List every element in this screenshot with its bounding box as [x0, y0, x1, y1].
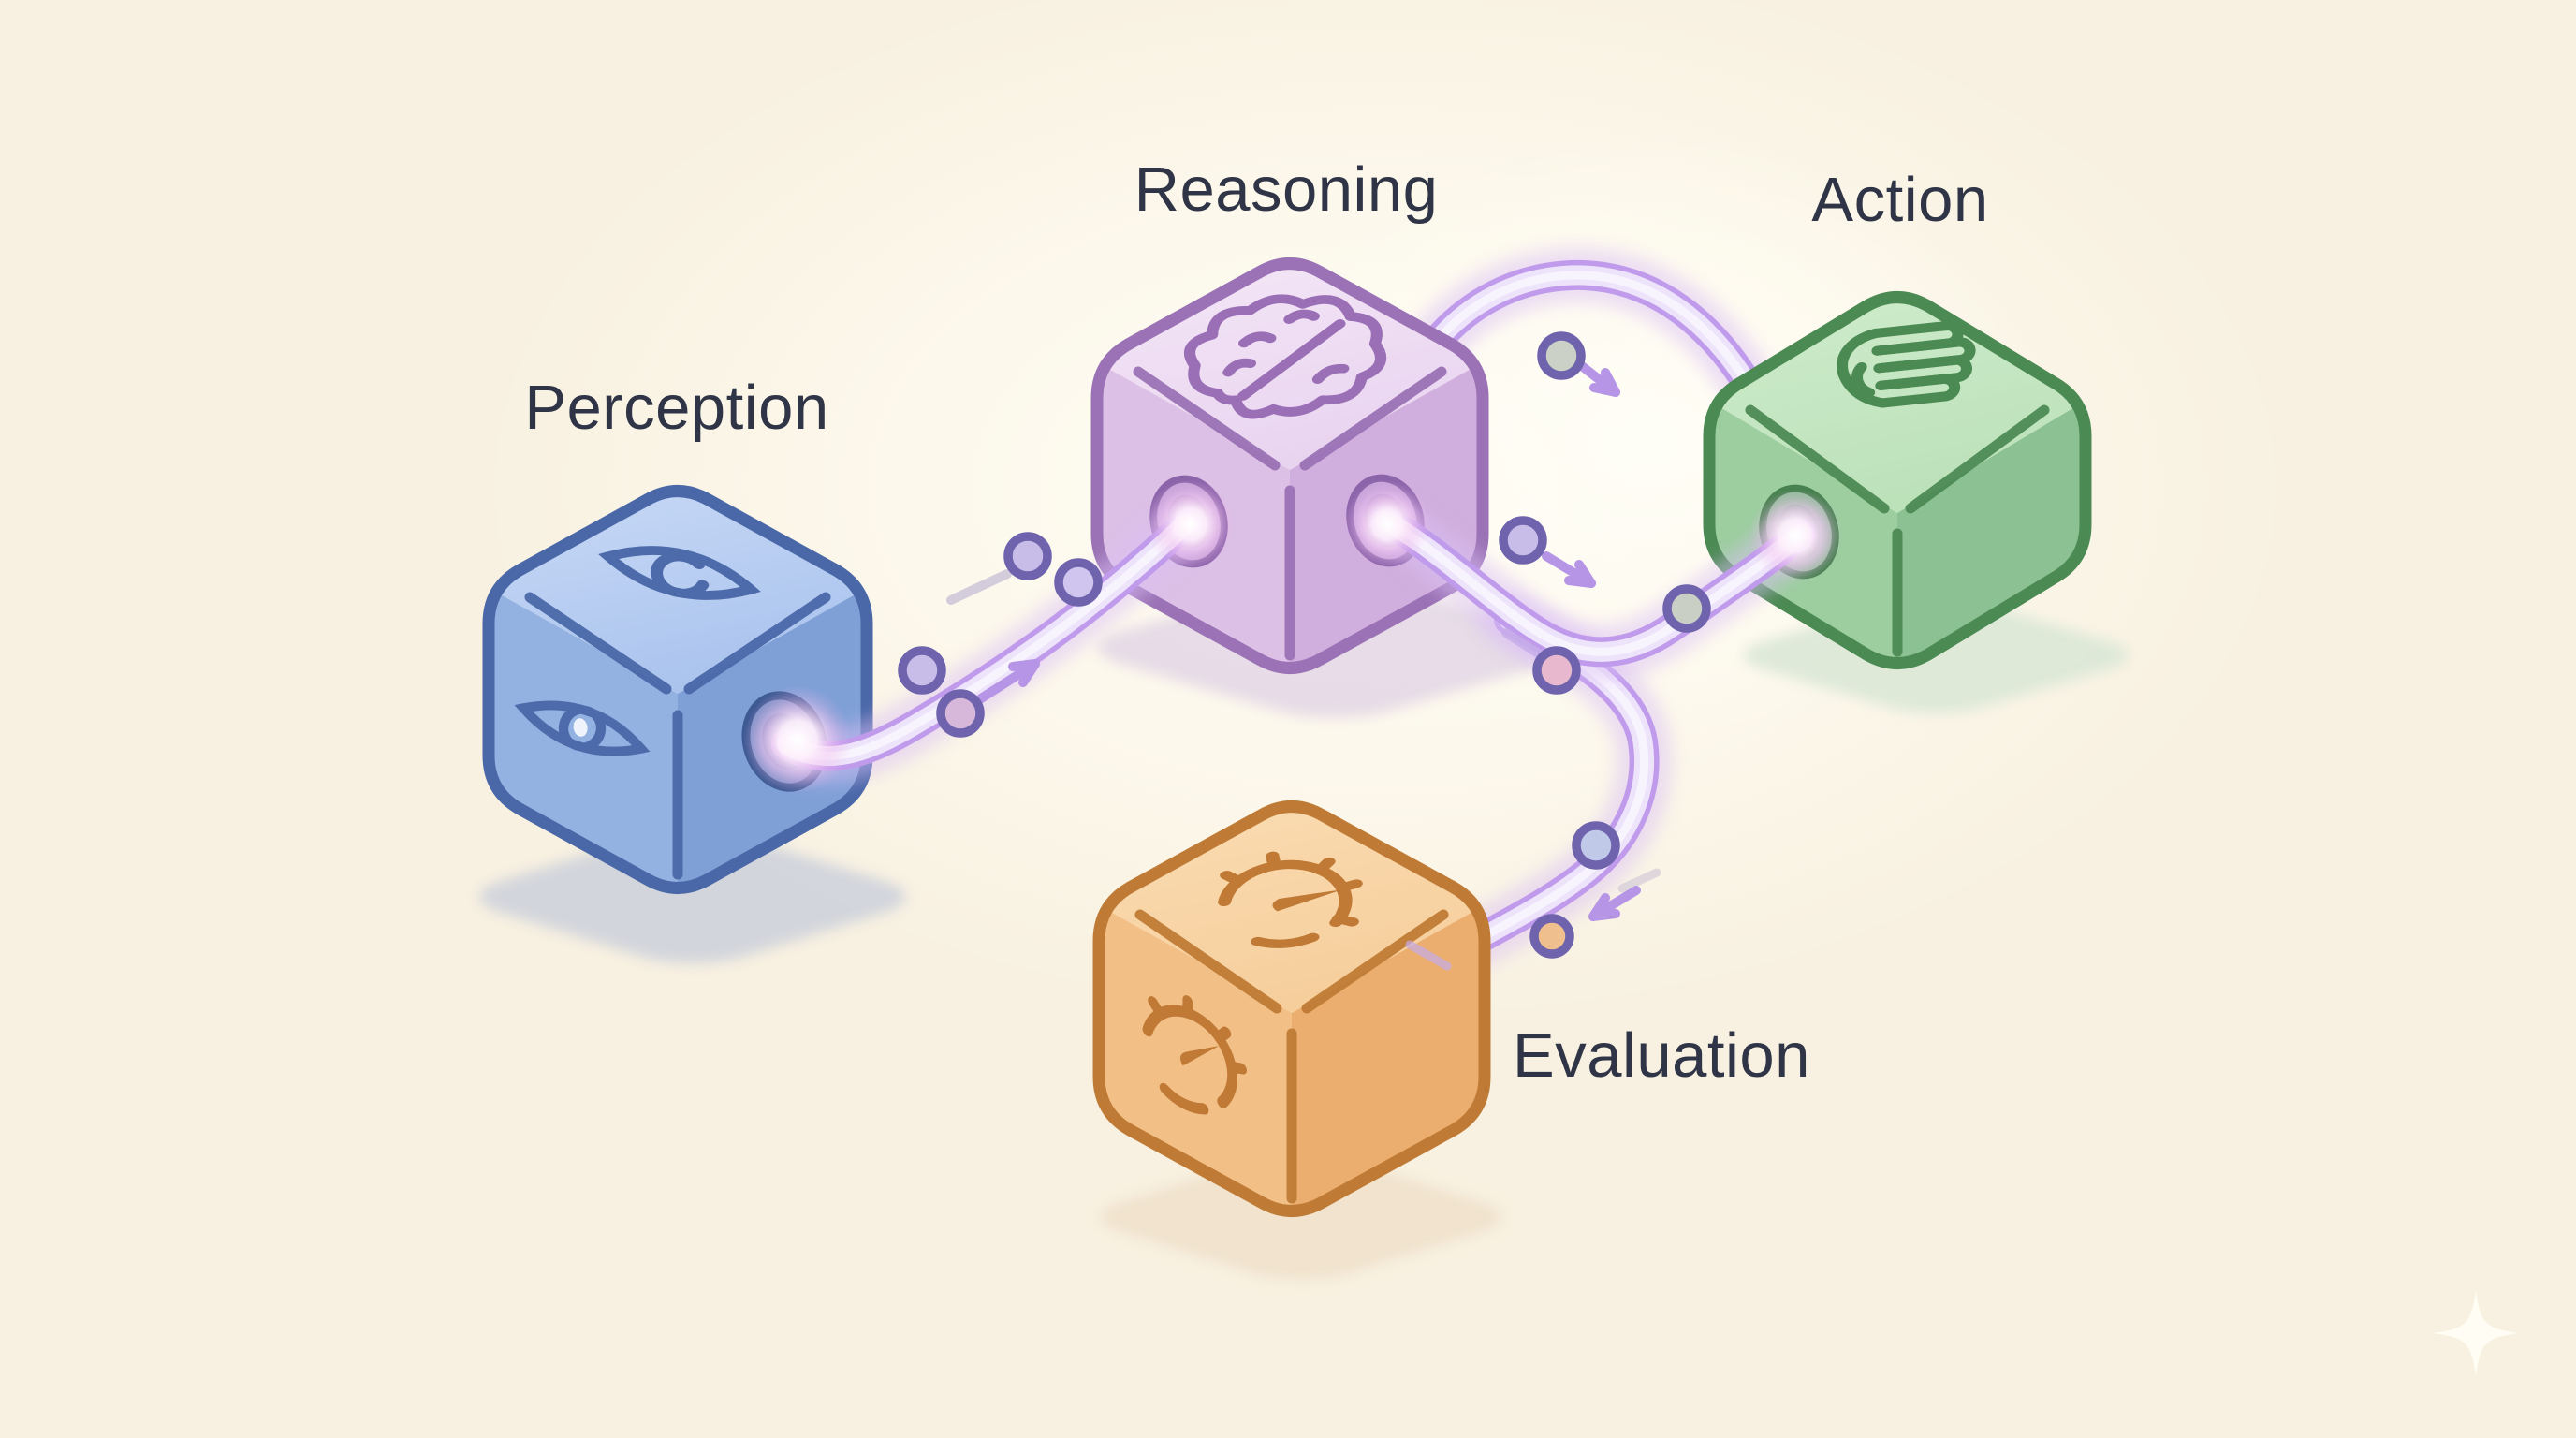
gauge-needle	[1272, 889, 1342, 912]
cube-inner-edges	[524, 592, 831, 880]
flow-dot	[1003, 532, 1052, 580]
gauge-icon	[1142, 995, 1248, 1115]
motion-dash	[1405, 940, 1452, 971]
port-glow	[1344, 481, 1430, 567]
connector-reasoning-action-arc	[1388, 247, 1791, 439]
port-glow-layer	[743, 479, 1842, 794]
motion-dashes	[946, 569, 1661, 971]
flow-dot	[1532, 646, 1581, 695]
flow-arrow-icon	[1542, 551, 1596, 588]
cube-outline	[1090, 257, 1489, 674]
gauge-needle	[1179, 1046, 1220, 1066]
node-label-perception: Perception	[524, 373, 828, 443]
port-glow	[1749, 489, 1842, 582]
flow-arrow-icon	[1573, 359, 1620, 397]
eye-highlight	[573, 718, 588, 737]
flow-dot	[1572, 821, 1620, 870]
flow-dot	[1662, 584, 1711, 633]
tube-core	[1411, 271, 1768, 417]
cube-inner-edges	[1745, 404, 2050, 657]
cube-outline	[482, 485, 873, 894]
node-label-action: Action	[1811, 165, 1988, 235]
cube-left-face	[1099, 905, 1292, 1211]
flow-dot	[898, 646, 946, 695]
flow-dot	[936, 689, 985, 738]
port-glow	[1146, 479, 1236, 569]
cube-outline	[1703, 291, 2092, 669]
cube-outline	[1092, 800, 1491, 1217]
flow-dot	[1054, 558, 1103, 607]
brain-icon	[1184, 294, 1387, 419]
motion-dash	[946, 569, 1012, 605]
cube-shadow-perception	[479, 830, 906, 963]
flow-dot	[1530, 914, 1574, 959]
port-glow	[743, 685, 852, 794]
hand-icon	[1837, 320, 1976, 408]
motion-dash	[1501, 628, 1544, 659]
flow-arrows	[971, 359, 1641, 921]
eye-icon	[514, 700, 651, 756]
cube-shadow-evaluation	[1100, 1153, 1502, 1281]
node-label-evaluation: Evaluation	[1513, 1020, 1810, 1091]
sparkle-icon	[2433, 1290, 2519, 1376]
cube-right-face	[1897, 401, 2086, 664]
connector-reasoning-action	[1358, 493, 1828, 680]
tube-core	[1381, 516, 1806, 656]
eye-icon	[598, 546, 761, 600]
node-label-reasoning: Reasoning	[1134, 154, 1439, 225]
flow-dot	[1537, 331, 1586, 380]
cube-inner-edges	[1134, 909, 1449, 1204]
flow-dots	[898, 331, 1711, 959]
motion-dash	[1617, 868, 1661, 893]
gauge-icon	[1218, 851, 1363, 948]
node-evaluation-cube	[1092, 800, 1491, 1217]
cube-right-face	[1292, 905, 1485, 1211]
flow-dot	[1499, 516, 1547, 565]
flow-arrow-icon	[1588, 886, 1641, 921]
cube-inner-edges	[1133, 366, 1447, 661]
cube-left-face	[489, 588, 678, 888]
flow-arrow-icon	[971, 659, 1040, 707]
